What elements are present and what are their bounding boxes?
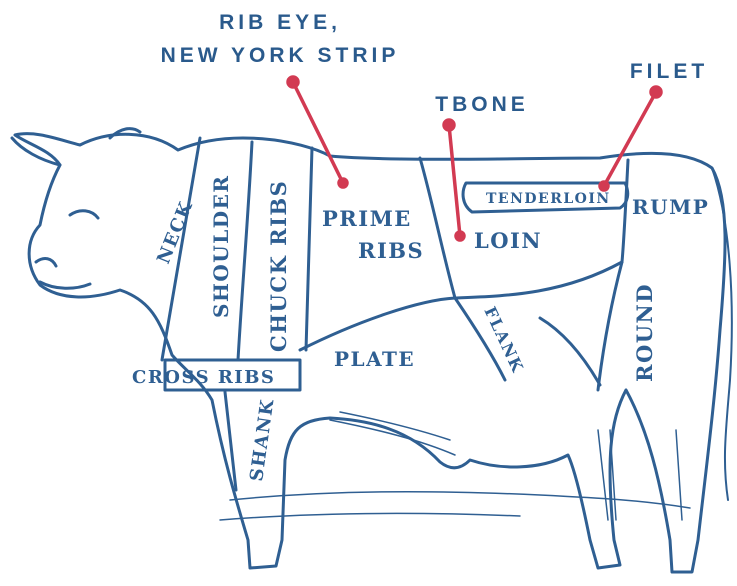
cut-label-shank: SHANK xyxy=(246,397,278,483)
cut-label-round: ROUND xyxy=(632,283,657,382)
cut-label-rump: RUMP xyxy=(632,195,709,219)
chuck-boundary xyxy=(238,142,252,360)
callout-ribeye: RIB EYE, NEW YORK STRIP xyxy=(110,6,450,72)
pointer-tbone-line xyxy=(449,125,460,236)
cow-ear xyxy=(12,138,60,165)
cut-label-prime-ribs-line2: RIBS xyxy=(358,238,424,263)
pointer-filet-line xyxy=(604,92,656,186)
cow-eye xyxy=(70,211,98,218)
tail xyxy=(712,168,732,500)
rump-round-boundary xyxy=(598,262,622,390)
cut-label-tenderloin: TENDERLOIN xyxy=(486,191,611,207)
callout-ribeye-line2: NEW YORK STRIP xyxy=(110,39,450,72)
flank-right-line xyxy=(540,318,600,385)
cut-label-prime-ribs-line1: PRIME xyxy=(322,206,412,231)
cut-label-chuck-ribs: CHUCK RIBS xyxy=(266,180,291,352)
cut-label-cross-ribs: CROSS RIBS xyxy=(132,367,275,388)
cut-label-neck: NECK xyxy=(153,198,197,267)
pointer-filet-tip xyxy=(600,182,608,190)
pointer-tbone-tip xyxy=(456,232,464,240)
prime-loin-boundary xyxy=(420,158,455,298)
pointer-filet-dot xyxy=(651,87,661,97)
pointer-ribeye-dot xyxy=(288,77,298,87)
cow-nostril xyxy=(36,259,56,266)
chuck-rib-boundary xyxy=(306,148,312,350)
cut-label-flank: FLANK xyxy=(480,304,527,376)
pointer-tbone-dot xyxy=(444,120,454,130)
callout-ribeye-line1: RIB EYE, xyxy=(110,6,450,39)
cut-label-loin: LOIN xyxy=(474,228,542,253)
cut-label-plate: PLATE xyxy=(334,347,415,371)
loin-rump-boundary xyxy=(622,160,628,262)
callout-tbone: TBONE xyxy=(412,88,552,121)
cut-label-shoulder: SHOULDER xyxy=(209,175,233,318)
pointer-ribeye-tip xyxy=(339,179,347,187)
ground-hatching xyxy=(220,492,690,520)
pointer-ribeye-line xyxy=(293,82,343,183)
callout-filet: FILET xyxy=(604,55,734,88)
cow-mouth xyxy=(40,282,90,288)
